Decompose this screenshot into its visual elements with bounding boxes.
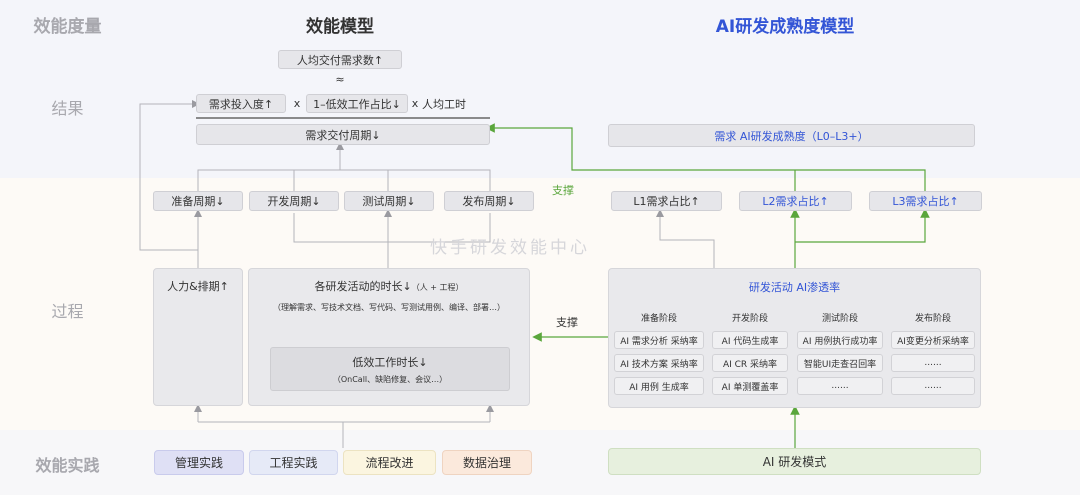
ai-penetration-panel: 研发活动 AI渗透率 准备阶段 开发阶段 测试阶段 发布阶段 AI 需求分析 采… (608, 268, 981, 408)
phase-prep: 准备周期↓ (153, 191, 243, 211)
activity-panel: 各研发活动的时长↓（人 + 工程） （理解需求、写技术文档、写代码、写测试用例、… (248, 268, 530, 406)
ai-cell: AI变更分析采纳率 (891, 331, 975, 349)
column-label-metrics: 效能度量 (33, 17, 102, 37)
activity-description: （理解需求、写技术文档、写代码、写测试用例、编译、部署…） (273, 303, 505, 312)
practice-process: 流程改进 (343, 450, 436, 475)
level-l2: L2需求占比↑ (739, 191, 852, 211)
ai-cell: AI 需求分析 采纳率 (614, 331, 704, 349)
formula-term-lowwork: 1–低效工作占比↓ (306, 94, 408, 113)
ai-cell: 智能UI走查召回率 (797, 354, 883, 372)
stage-prep: 准备阶段 (640, 314, 677, 324)
practice-data: 数据治理 (442, 450, 532, 475)
practice-management: 管理实践 (154, 450, 244, 475)
manpower-panel: 人力&排期↑ (153, 268, 243, 406)
ai-cell: AI 代码生成率 (712, 331, 788, 349)
ai-dev-mode: AI 研发模式 (608, 448, 981, 475)
activity-subtitle: （人 + 工程） (411, 283, 464, 292)
approx-sign: ≈ (335, 73, 345, 86)
ai-cell: AI 单测覆盖率 (712, 377, 788, 395)
practice-engineering: 工程实践 (249, 450, 338, 475)
ai-cell: AI CR 采纳率 (712, 354, 788, 372)
row-label-result: 结果 (51, 99, 84, 118)
delivery-cycle: 需求交付周期↓ (196, 124, 490, 145)
ai-cell: AI 技术方案 采纳率 (614, 354, 704, 372)
stage-release: 发布阶段 (914, 314, 951, 324)
ai-cell: ...... (797, 377, 883, 395)
row-label-process: 过程 (51, 302, 84, 321)
level-l1: L1需求占比↑ (611, 191, 722, 211)
formula-term-hours: 人均工时 (422, 98, 466, 111)
ai-cell: ...... (891, 377, 975, 395)
lowwork-box: 低效工作时长↓ （OnCall、缺陷修复、会议…） (270, 347, 510, 391)
row-label-practice: 效能实践 (35, 456, 100, 475)
phase-dev: 开发周期↓ (249, 191, 339, 211)
level-l3: L3需求占比↑ (869, 191, 982, 211)
manpower-label: 人力&排期↑ (167, 280, 229, 293)
support-label-middle: 支撑 (556, 316, 578, 329)
result-band (0, 0, 1080, 178)
stage-test: 测试阶段 (821, 314, 858, 324)
phase-test: 测试周期↓ (344, 191, 434, 211)
formula-term-input: 需求投入度↑ (196, 94, 286, 113)
lowwork-title: 低效工作时长↓ (352, 356, 428, 369)
formula-times-1: x (293, 97, 301, 110)
ai-panel-title-activity: 研发活动 (748, 281, 793, 294)
top-metric: 人均交付需求数↑ (278, 50, 402, 69)
ai-maturity: 需求 AI研发成熟度（L0–L3+） (608, 124, 975, 147)
formula-times-2: x (411, 97, 419, 110)
ai-cell: ...... (891, 354, 975, 372)
support-label-top: 支撑 (552, 184, 574, 197)
watermark: 快手研发效能中心 (430, 238, 590, 258)
ai-panel-title-rate: AI渗透率 (792, 281, 841, 294)
ai-cell: AI 用例执行成功率 (797, 331, 883, 349)
lowwork-description: （OnCall、缺陷修复、会议…） (332, 375, 448, 384)
column-title-ai-model: AI研发成熟度模型 (715, 17, 855, 37)
phase-release: 发布周期↓ (444, 191, 534, 211)
column-title-model: 效能模型 (306, 17, 374, 37)
stage-dev: 开发阶段 (731, 314, 768, 324)
ai-cell: AI 用例 生成率 (614, 377, 704, 395)
activity-title: 各研发活动的时长↓ (314, 280, 412, 293)
